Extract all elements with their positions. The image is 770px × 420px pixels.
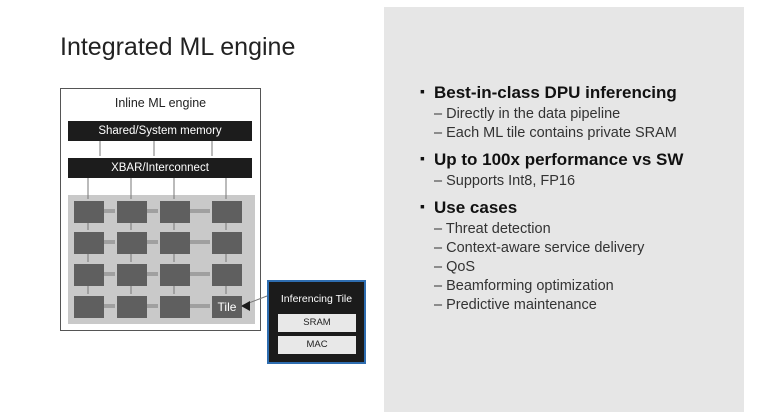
inferencing-tile-title: Inferencing Tile: [280, 293, 353, 305]
ml-tile: [160, 201, 190, 223]
bullet-item: – Threat detection: [434, 221, 551, 237]
ml-tile: [117, 232, 147, 254]
bullet-heading: Use cases: [420, 198, 742, 218]
ml-tile: [117, 296, 147, 318]
ml-tile-labeled: Tile: [212, 296, 242, 318]
ml-tile: [74, 232, 104, 254]
bullet-item: – Supports Int8, FP16: [434, 173, 576, 189]
bullet-item: – Context-aware service delivery: [434, 240, 645, 256]
diagram-title: Inline ML engine: [114, 96, 207, 110]
callout-pointer: [241, 301, 250, 311]
bullet-list: Best-in-class DPU inferencing – Directly…: [420, 83, 742, 313]
ml-tile: [74, 201, 104, 223]
sram-box: SRAM: [278, 314, 356, 332]
ml-tile: [74, 296, 104, 318]
xbar-bar: XBAR/Interconnect: [68, 158, 252, 178]
bullet-item: – Directly in the data pipeline: [434, 106, 621, 122]
bullet-heading: Best-in-class DPU inferencing: [420, 83, 742, 103]
ml-tile: [117, 264, 147, 286]
bullet-item: – Beamforming optimization: [434, 278, 614, 294]
bullet-item: – Predictive maintenance: [434, 297, 597, 313]
connector-layer: [87, 141, 268, 311]
bullet-heading: Up to 100x performance vs SW: [420, 150, 742, 170]
ml-tile: [117, 201, 147, 223]
slide-title: Integrated ML engine: [60, 33, 296, 61]
bullet-item: – QoS: [434, 259, 476, 275]
ml-tile: [160, 264, 190, 286]
ml-tile: [74, 264, 104, 286]
ml-tile: [212, 264, 242, 286]
ml-tile: [212, 201, 242, 223]
bullet-item: – Each ML tile contains private SRAM: [434, 125, 677, 141]
memory-bar: Shared/System memory: [68, 121, 252, 141]
ml-tile: [160, 296, 190, 318]
ml-tile: [212, 232, 242, 254]
ml-engine-diagram: Inline ML engine Shared/System memory XB…: [60, 88, 261, 331]
inferencing-tile-callout: Inferencing Tile SRAM MAC: [267, 280, 366, 364]
mac-box: MAC: [278, 336, 356, 354]
ml-tile: [160, 232, 190, 254]
